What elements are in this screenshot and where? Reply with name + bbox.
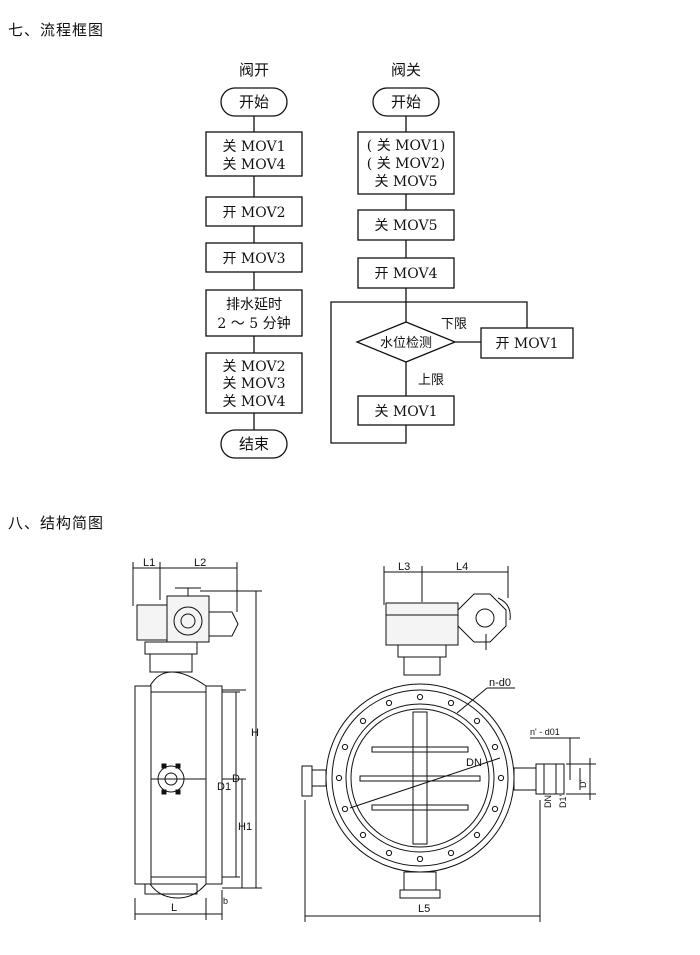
side-view-drawing bbox=[132, 562, 262, 920]
open-flow bbox=[205, 87, 303, 459]
open-start-label: 开始 bbox=[239, 93, 269, 111]
dim-D11: D1' bbox=[558, 794, 568, 808]
open-step4-line2: 2 ～ 5 分钟 bbox=[217, 315, 290, 332]
dim-L4: L4 bbox=[456, 561, 468, 573]
open-step5-line1: 关 MOV2 bbox=[222, 359, 285, 375]
close-upper-action-label: 关 MOV1 bbox=[374, 404, 437, 420]
open-step5-line3: 关 MOV4 bbox=[222, 394, 285, 410]
section-7-title: 七、流程框图 bbox=[8, 21, 105, 39]
close-step1-line2: ( 关 MOV2) bbox=[367, 156, 445, 172]
open-step1-line1: 关 MOV1 bbox=[222, 139, 285, 155]
section-8-title: 八、结构简图 bbox=[8, 514, 105, 532]
close-step1-line1: ( 关 MOV1) bbox=[367, 138, 445, 154]
open-end-terminal bbox=[220, 429, 288, 459]
dim-L1: L1 bbox=[143, 557, 155, 569]
dim-D1p: D' bbox=[578, 780, 588, 788]
bolt-holes bbox=[335, 693, 505, 863]
dim-D: D bbox=[232, 773, 240, 785]
close-start-label: 开始 bbox=[391, 93, 421, 111]
close-decision-label: 水位检测 bbox=[380, 336, 432, 351]
open-end-label: 结束 bbox=[239, 435, 269, 453]
dim-L2: L2 bbox=[194, 557, 206, 569]
dim-D1: D1 bbox=[217, 781, 231, 793]
close-upper-action-box bbox=[357, 395, 455, 426]
dim-n-d0: n-d0 bbox=[489, 677, 511, 689]
open-step3-label: 开 MOV3 bbox=[222, 251, 285, 267]
open-step2-label: 开 MOV2 bbox=[222, 205, 285, 221]
close-flow bbox=[330, 87, 574, 444]
dim-n1-d01: n' - d01 bbox=[530, 727, 560, 737]
close-lower-action-label: 开 MOV1 bbox=[495, 336, 558, 352]
dim-DN: DN bbox=[466, 757, 482, 769]
upper-limit-label: 上限 bbox=[418, 373, 444, 388]
open-step4-line1: 排水延时 bbox=[226, 297, 282, 313]
dim-DN1: DN' bbox=[543, 793, 553, 808]
close-step3-label: 开 MOV4 bbox=[374, 266, 437, 282]
close-flow-title: 阀关 bbox=[391, 61, 421, 79]
close-step1-line3: 关 MOV5 bbox=[374, 174, 437, 190]
open-step5-line2: 关 MOV3 bbox=[222, 376, 285, 392]
open-flow-title: 阀开 bbox=[239, 61, 269, 79]
lower-limit-label: 下限 bbox=[441, 317, 467, 332]
open-step1-line2: 关 MOV4 bbox=[222, 157, 285, 173]
close-step2-label: 关 MOV5 bbox=[374, 218, 437, 234]
front-view-drawing bbox=[301, 566, 596, 922]
dim-H1: H1 bbox=[238, 821, 252, 833]
dim-H: H bbox=[251, 727, 259, 739]
dim-b: b bbox=[223, 896, 228, 906]
dim-L: L bbox=[171, 902, 177, 914]
dim-L3: L3 bbox=[398, 561, 410, 573]
dim-L5: L5 bbox=[418, 903, 430, 915]
